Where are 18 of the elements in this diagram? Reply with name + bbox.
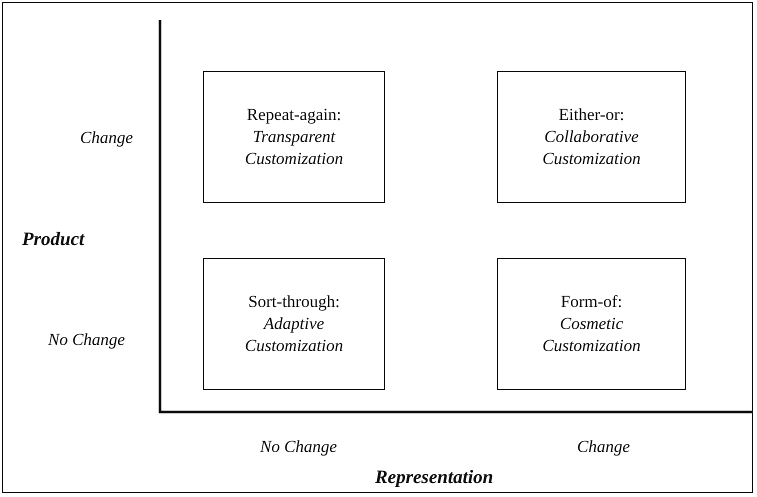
quadrant-title: Adaptive Customization [244,312,344,358]
quadrant-title: Collaborative Customization [541,126,642,170]
axis-tick-label: Change [577,437,630,457]
quadrant-heading: Either-or: [558,104,624,126]
axis-title: Product [22,229,84,251]
quadrant-heading: Sort-through: [248,290,340,313]
quadrant-box [497,71,686,203]
quadrant-box [203,71,385,203]
quadrant-title: Cosmetic Customization [541,312,642,358]
axis-tick-label: Change [80,128,133,148]
axis-title: Representation [375,467,494,489]
quadrant-box [497,258,686,390]
quadrant-box [203,258,385,390]
axis-tick-label: No Change [260,437,337,457]
quadrant-heading: Repeat-again: [246,104,342,126]
quadrant-heading: Form-of: [560,290,622,313]
axis-tick-label: No Change [48,330,125,350]
quadrant-title: Transparent Customization [244,126,344,170]
